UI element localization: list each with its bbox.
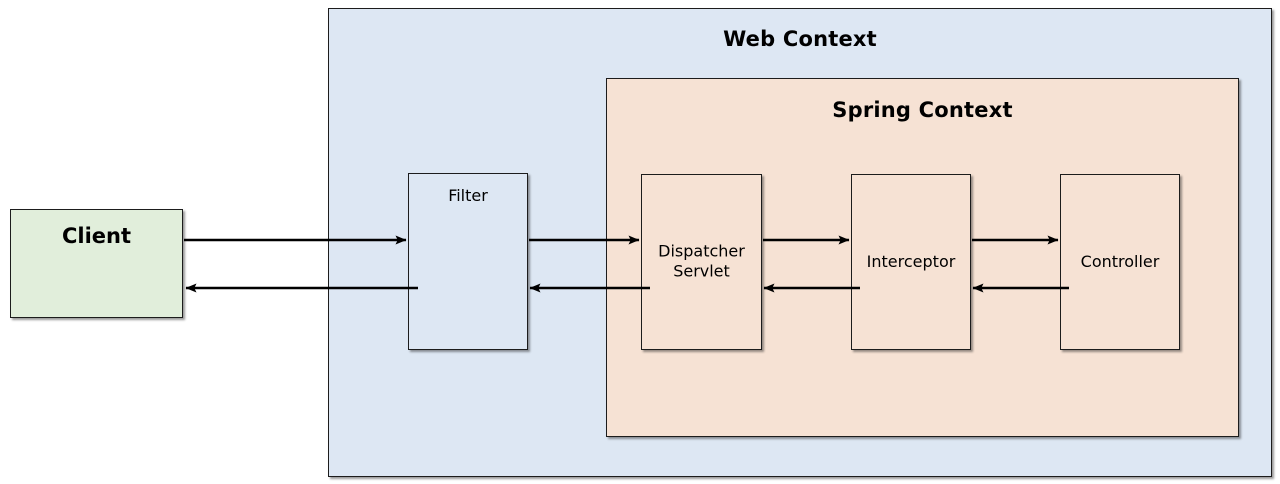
node-client-label: Client (61, 224, 132, 248)
web-context-title: Web Context (723, 27, 877, 51)
node-dispatcher-servlet-label: Dispatcher Servlet (642, 242, 761, 283)
node-filter[interactable]: Filter (408, 173, 528, 350)
node-interceptor[interactable]: Interceptor (851, 174, 971, 350)
node-dispatcher-servlet[interactable]: Dispatcher Servlet (641, 174, 762, 350)
node-dispatcher-servlet-label-line1: Dispatcher (658, 241, 745, 261)
node-filter-label: Filter (448, 186, 488, 205)
node-client[interactable]: Client (10, 209, 183, 318)
spring-context-title: Spring Context (832, 98, 1013, 122)
node-controller-label: Controller (1080, 251, 1160, 271)
node-dispatcher-servlet-label-line2: Servlet (673, 262, 730, 281)
node-controller[interactable]: Controller (1060, 174, 1180, 350)
node-interceptor-label: Interceptor (866, 251, 956, 271)
